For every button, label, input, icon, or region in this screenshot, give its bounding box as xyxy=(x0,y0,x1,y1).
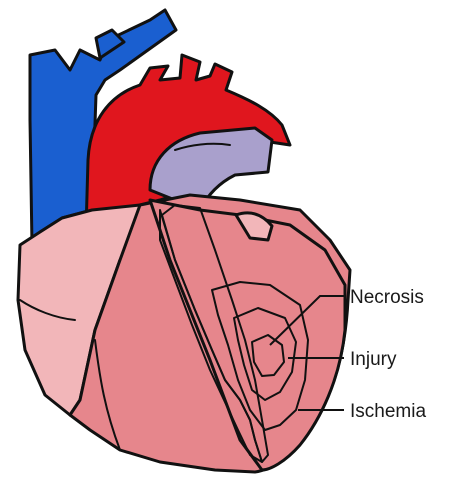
heart-body xyxy=(16,193,352,474)
necrosis-label: Necrosis xyxy=(350,287,424,308)
infarct-zones xyxy=(211,281,309,431)
injury-label: Injury xyxy=(350,349,397,370)
necrosis-leader xyxy=(269,295,344,346)
ischemia-zone xyxy=(211,281,309,431)
leader-lines xyxy=(269,295,344,411)
necrosis-zone xyxy=(251,334,285,377)
ischemia-label: Ischemia xyxy=(350,401,426,422)
injury-zone xyxy=(233,307,297,401)
